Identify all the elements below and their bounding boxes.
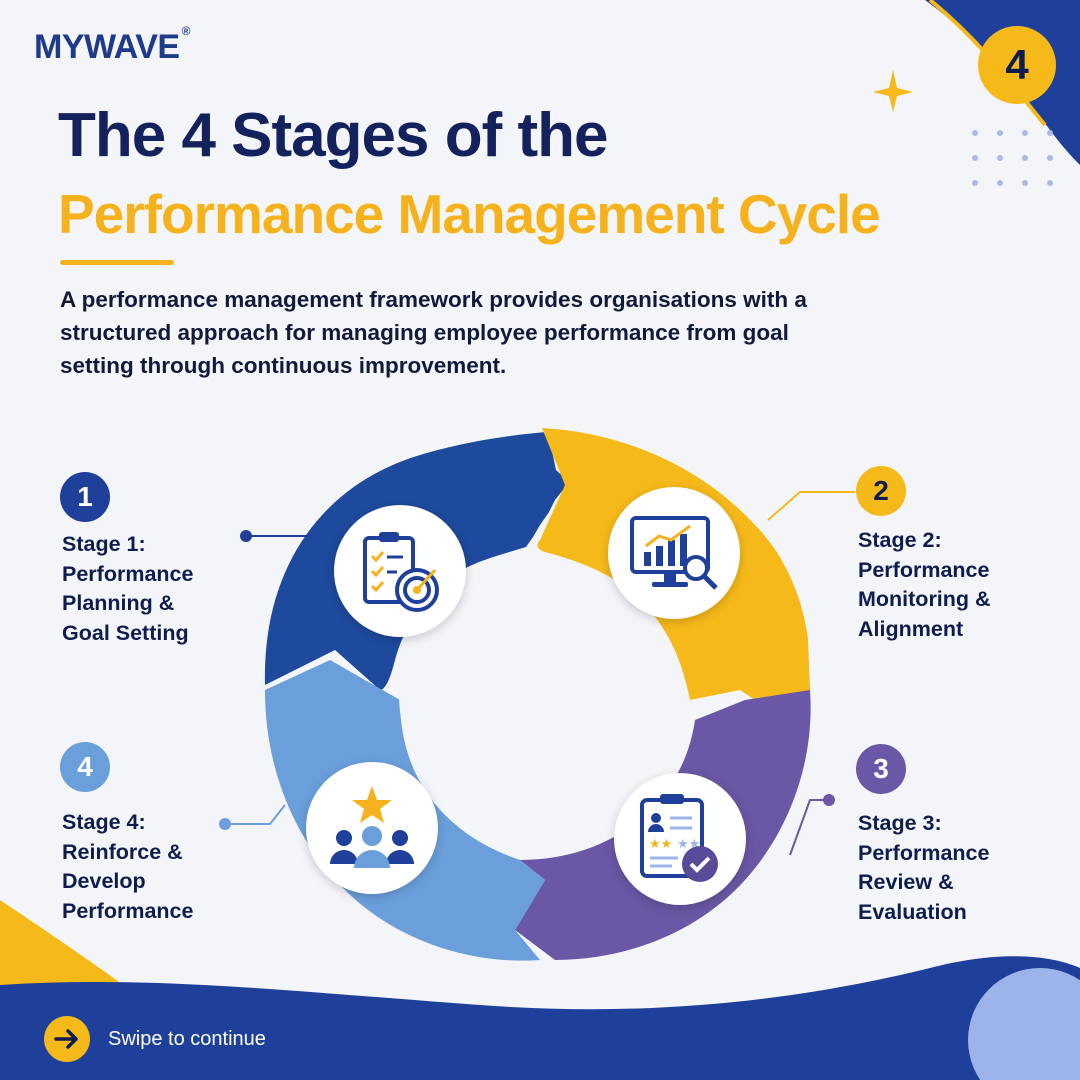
title-line-1: The 4 Stages of the [58, 101, 608, 170]
swipe-label: Swipe to continue [108, 1027, 266, 1050]
registered-mark: ® [181, 24, 191, 38]
stage-3-line: Review & [858, 870, 954, 894]
stage-3-number: 3 [856, 744, 906, 794]
stage-1-line: Goal Setting [62, 620, 189, 645]
page-number-badge: 4 [978, 26, 1056, 104]
intro-text: A performance management framework provi… [60, 287, 807, 378]
stage-4-number: 4 [60, 742, 110, 792]
stage-2-number: 2 [856, 466, 906, 516]
brand-logo: MYWAVE® [34, 24, 190, 67]
stage-1-line: Performance [62, 561, 194, 586]
stage-1-line: Stage 1: [62, 532, 146, 556]
stage-2-label: Stage 2: Performance Monitoring & Alignm… [858, 526, 1058, 644]
stage-4-line: Develop [62, 869, 146, 893]
stage-2-line: Alignment [858, 616, 964, 641]
monitor-chart-magnifier-icon [608, 487, 740, 619]
sparkle-icon [873, 70, 913, 112]
stage-4-line: Performance [62, 898, 194, 923]
brand-name: MYWAVE [34, 28, 180, 66]
swipe-to-continue[interactable]: Swipe to continue [44, 1016, 266, 1062]
stage-2-line: Monitoring & [858, 587, 991, 611]
stage-4-label: Stage 4: Reinforce & Develop Performance [62, 808, 262, 926]
stage-1-line: Planning & [62, 591, 175, 615]
stage-3-line: Evaluation [858, 899, 967, 924]
clipboard-target-icon [334, 505, 466, 637]
svg-text:★★: ★★ [649, 837, 672, 852]
stage-1-number: 1 [60, 472, 110, 522]
title-line-2: Performance Management Cycle [58, 183, 881, 245]
stage-1-label: Stage 1: Performance Planning & Goal Set… [62, 530, 262, 648]
review-clipboard-check-icon: ★★ ★★ [614, 773, 746, 905]
dot-grid-decoration [972, 130, 1053, 186]
stage-3-label: Stage 3: Performance Review & Evaluation [858, 809, 1058, 927]
stage-2-line: Performance [858, 557, 990, 582]
arrow-right-icon[interactable] [44, 1016, 90, 1062]
stage-3-line: Performance [858, 840, 990, 865]
title-underline [60, 260, 174, 265]
stage-4-line: Stage 4: [62, 810, 146, 834]
team-star-icon [306, 762, 438, 894]
stage-2-line: Stage 2: [858, 528, 942, 552]
stage-3-line: Stage 3: [858, 811, 942, 835]
stage-4-line: Reinforce & [62, 839, 183, 864]
